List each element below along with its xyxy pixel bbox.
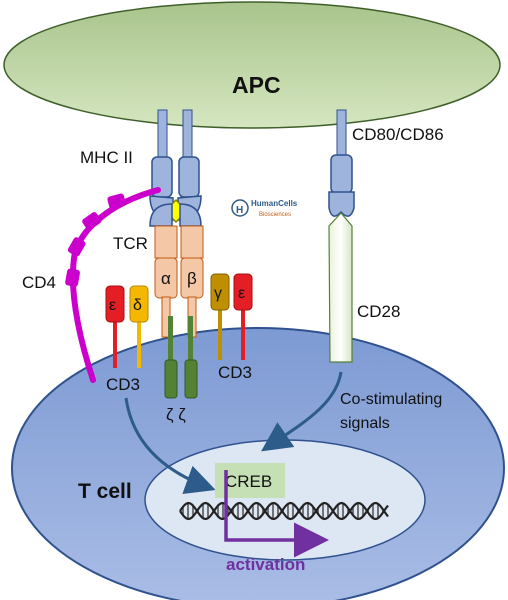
gamma-label: γ [214,285,222,302]
t-cell-label: T cell [78,480,132,503]
cd28 [328,212,353,363]
costim-line2: signals [340,415,390,432]
cd80-cd86 [328,109,355,217]
epsilon-left-label: ε [109,297,116,314]
alpha-label: α [161,269,171,288]
logo-sub: Biosciences [259,212,291,218]
activation-label: activation [226,555,305,574]
logo-letter: H [236,205,243,216]
dna-strand [179,501,389,521]
creb-label: CREB [225,472,272,491]
logo-name: HumanCells [251,199,298,208]
apc-cell [3,1,501,129]
beta-label: β [187,269,197,288]
tcr-label: TCR [113,234,148,253]
cd3-right-label: CD3 [218,363,252,382]
cd3-right [210,273,253,360]
activation-arrow [224,470,329,558]
apc-label: APC [232,72,281,98]
cd80-cd86-label: CD80/CD86 [352,125,444,144]
cd28-signal-arrow [261,371,343,452]
zeta-chains [164,316,198,399]
cd3-signal-arrow [124,397,216,494]
epsilon-right-label: ε [238,285,245,302]
cd4-label: CD4 [22,273,56,292]
zeta-label: ζ ζ [166,405,186,424]
nucleus [144,439,426,561]
cd3-left [105,285,149,368]
dna-helix [179,501,389,521]
cd3-left-label: CD3 [106,375,140,394]
mhc-ii-label: MHC II [80,148,133,167]
cd4 [65,187,161,383]
delta-label: δ [133,297,142,314]
costim-line1: Co-stimulating [340,391,442,408]
humancells-logo: H HumanCells Biosciences [231,199,298,218]
cd28-label: CD28 [357,302,400,321]
